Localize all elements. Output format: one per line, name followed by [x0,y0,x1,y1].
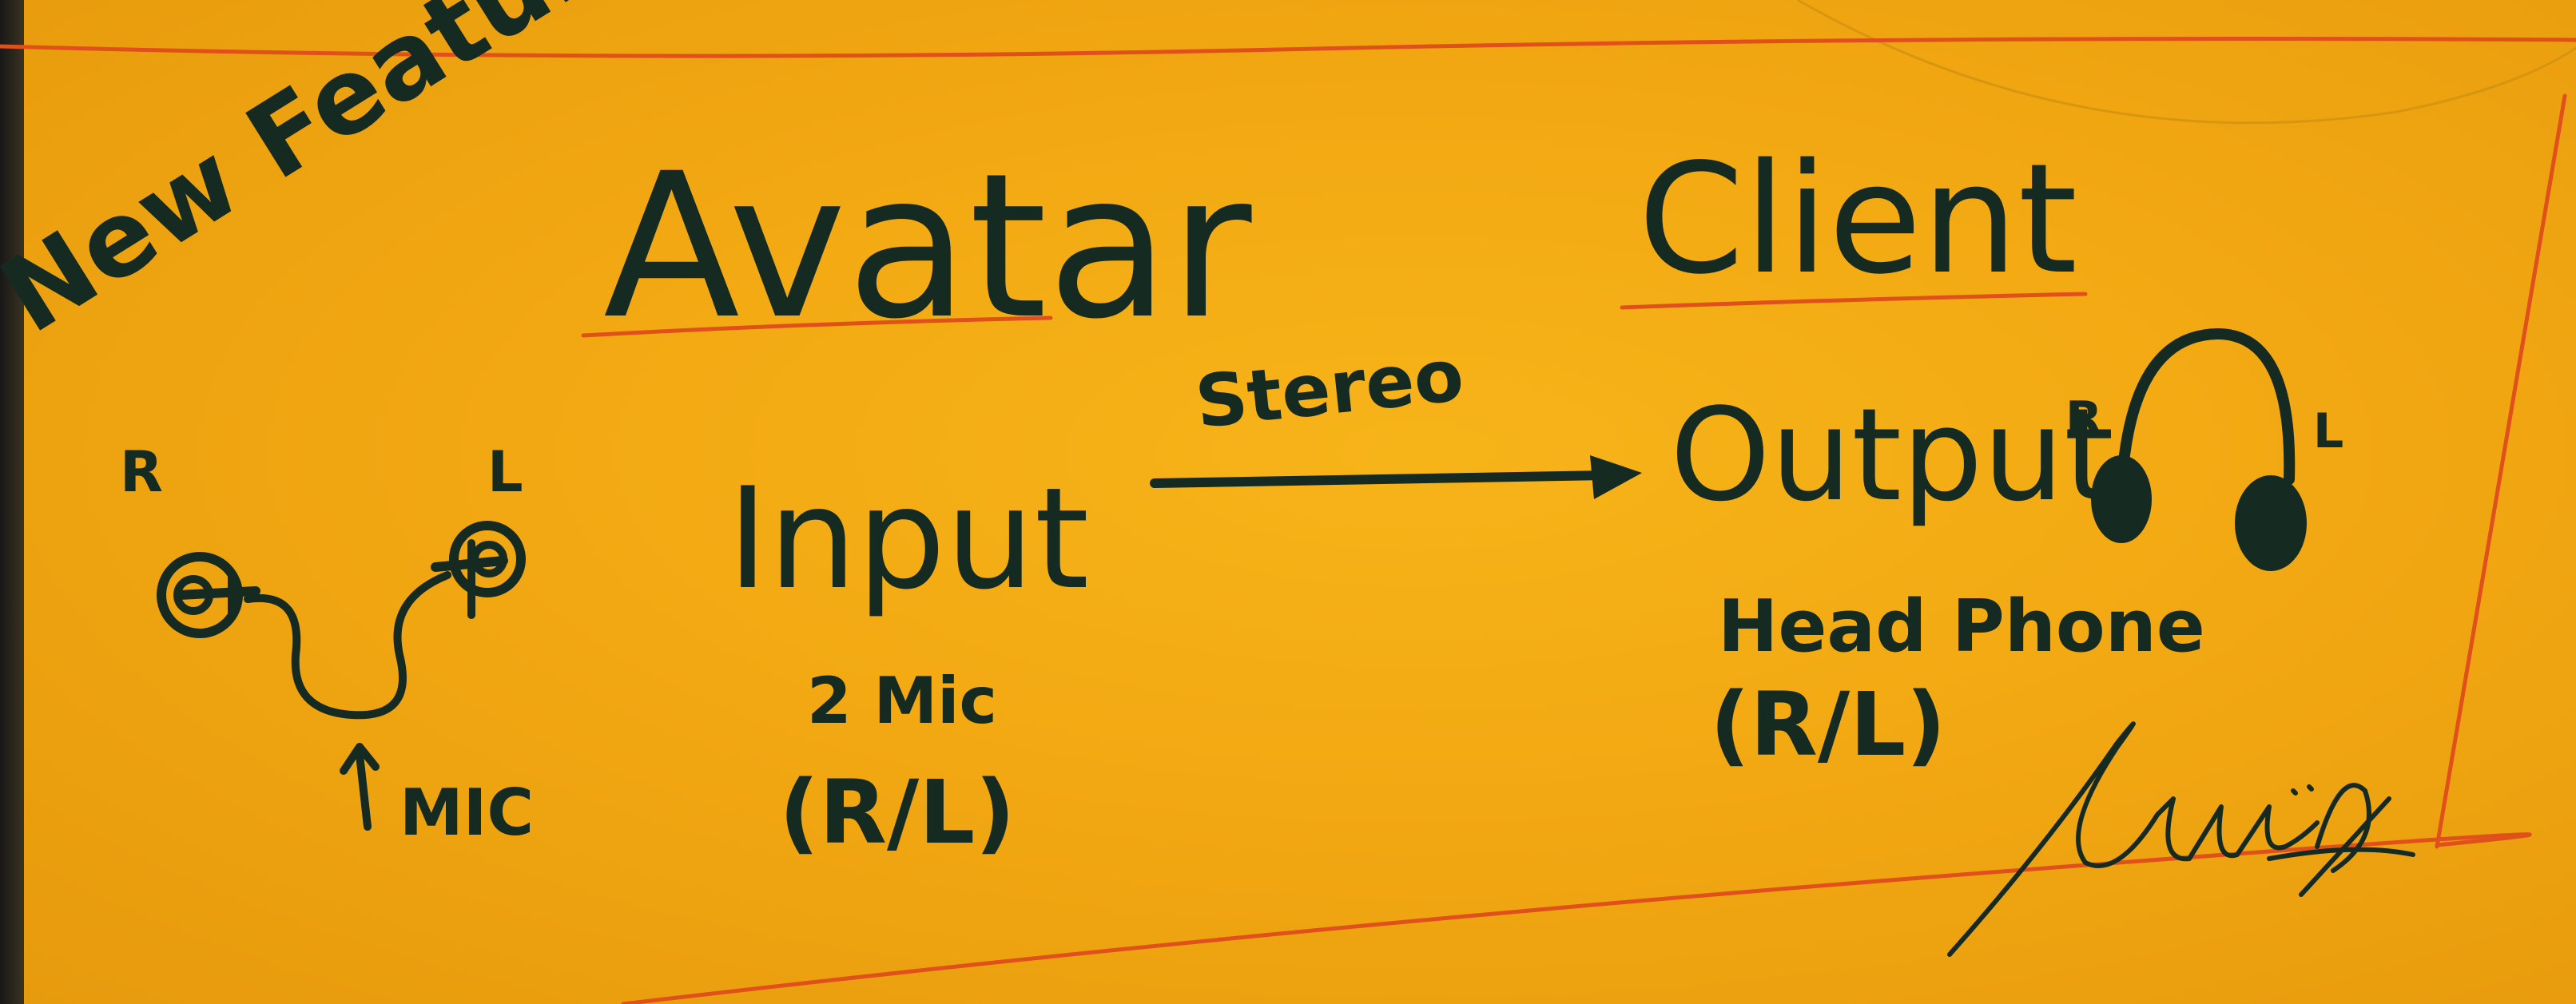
input-detail-line1: 2 Mic [807,664,997,738]
board-edge [0,0,24,1004]
headphones-icon [2091,328,2307,571]
headphone-right-label: R [2065,391,2102,447]
signature [1947,721,2415,957]
mic-right-label: R [120,439,163,505]
output-detail-line1: Head Phone [1718,585,2205,669]
mic-label: MIC [400,776,534,850]
border-right-line [2435,93,2567,849]
output-detail-line2: (R/L) [1710,673,1946,776]
reflection-arc [1797,0,2576,125]
avatar-underline [581,315,1053,338]
input-detail-line2: (R/L) [779,761,1016,863]
microphone-icon [157,521,526,831]
avatar-title: Avatar [603,130,1252,363]
output-label: Output [1670,380,2114,530]
border-bottom-line [621,832,2532,1004]
stereo-arrow [1150,455,1642,499]
client-title: Client [1638,131,2077,308]
input-label: Input [727,458,1089,621]
mic-left-label: L [487,439,523,505]
border-top-line [0,37,2576,58]
corner-text: New Feature [0,0,674,356]
headphone-left-label: L [2313,403,2343,459]
client-underline [1620,292,2088,310]
